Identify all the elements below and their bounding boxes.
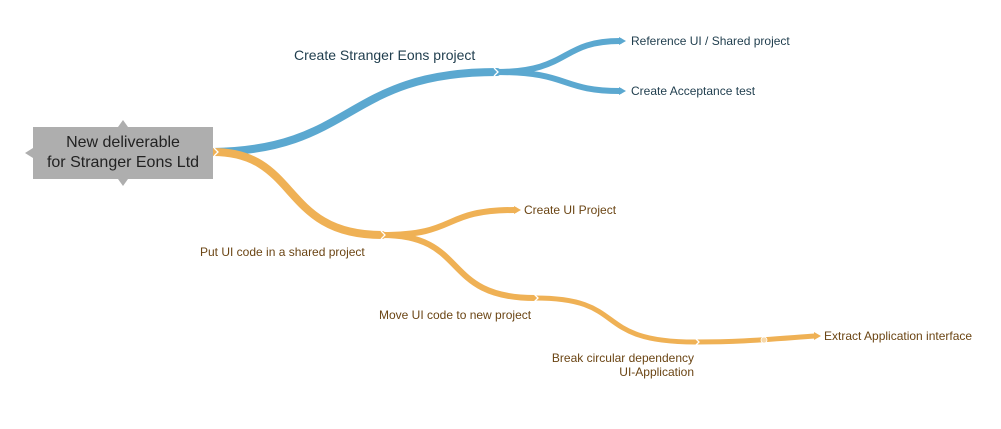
topic-move-ui-code[interactable]: Move UI code to new project — [379, 308, 532, 322]
chevron-move-ui-code-icon — [533, 293, 539, 303]
topic-put-ui-code[interactable]: Put UI code in a shared project — [200, 245, 365, 259]
topic-break-dependency-line-1: Break circular dependency — [551, 351, 694, 365]
collapse-handle-top[interactable] — [118, 120, 128, 127]
topic-acceptance-test[interactable]: Create Acceptance test — [631, 84, 756, 98]
arrow-tip-acceptance-test-icon — [619, 87, 626, 95]
connector-to-break-dependency — [532, 295, 698, 345]
connector-to-reference-ui — [494, 38, 623, 75]
arrow-tip-extract-interface-icon — [814, 332, 821, 340]
connector-to-acceptance-test — [494, 69, 623, 94]
root-topic-node[interactable]: New deliverable for Stranger Eons Ltd — [25, 120, 213, 186]
chevron-put-ui-code-icon — [380, 230, 386, 240]
topic-extract-interface[interactable]: Extract Application interface — [824, 329, 973, 343]
chevron-root-icon — [213, 147, 219, 157]
topic-reference-ui[interactable]: Reference UI / Shared project — [631, 34, 790, 48]
arrow-tip-reference-ui-icon — [619, 37, 626, 45]
topic-create-ui-project[interactable]: Create UI Project — [524, 203, 617, 217]
connector-root-to-create-project — [209, 68, 501, 156]
collapse-handle-bottom[interactable] — [118, 179, 128, 186]
chevron-create-project-icon — [493, 67, 499, 77]
connector-root-to-put-ui-code — [209, 148, 386, 239]
chevron-break-dependency-icon — [694, 337, 700, 347]
topic-break-dependency-line-2: UI-Application — [619, 365, 694, 379]
collapse-handle-left[interactable] — [25, 148, 33, 158]
root-topic-line-1: New deliverable — [66, 134, 180, 151]
arrow-tip-create-ui-project-icon — [514, 206, 521, 214]
connector-midpoint-dot — [760, 336, 768, 344]
topic-create-project[interactable]: Create Stranger Eons project — [294, 47, 476, 63]
root-topic-line-2: for Stranger Eons Ltd — [46, 154, 200, 171]
connector-to-create-ui-project — [379, 207, 518, 238]
connector-to-move-ui-code — [379, 232, 538, 301]
topic-break-dependency[interactable]: Break circular dependency UI-Application — [540, 351, 694, 379]
connector-to-extract-interface — [692, 333, 818, 345]
